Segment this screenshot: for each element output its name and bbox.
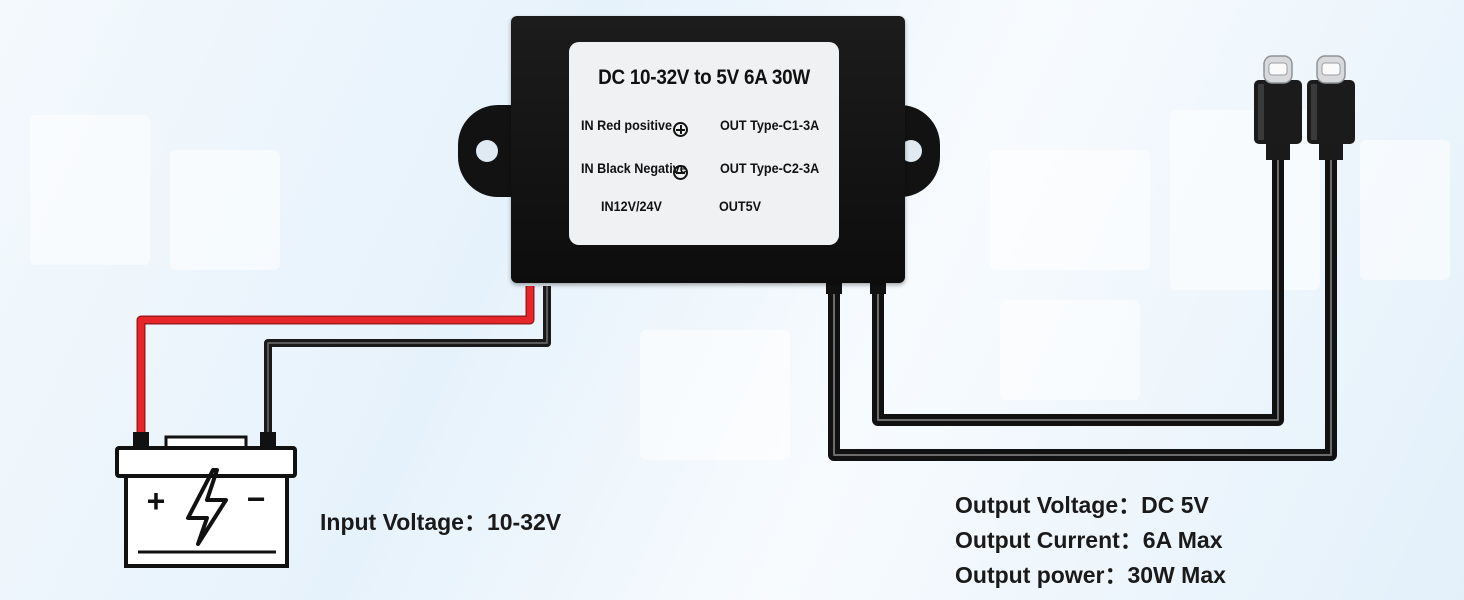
out-voltage-label: OUT5V	[719, 198, 762, 214]
out-c1-label: OUT Type-C1-3A	[720, 117, 820, 133]
output-cable-c2	[828, 158, 1337, 461]
output-cable-c1	[872, 158, 1284, 426]
background-tile	[170, 150, 280, 270]
usb-c-connector-2	[1307, 55, 1355, 160]
in-voltage-label: IN12V/24V	[601, 198, 662, 214]
output-current-spec: Output Current：6A Max	[955, 527, 1223, 553]
in-positive-label: IN Red positive	[581, 117, 673, 133]
background-tile	[1000, 300, 1140, 400]
cable-gland	[826, 280, 842, 294]
battery-minus-sign: −	[247, 481, 266, 517]
out-c2-label: OUT Type-C2-3A	[720, 160, 820, 176]
lightning-bolt-icon	[186, 468, 228, 546]
output-cable-c1-highlight	[877, 158, 1279, 421]
background-tile	[1360, 140, 1450, 280]
output-cable-c2-highlight	[833, 158, 1332, 456]
mounting-hole	[900, 140, 922, 162]
mounting-ear-left	[458, 105, 518, 197]
black-input-wire	[264, 286, 551, 438]
background-tile	[990, 150, 1150, 270]
output-voltage-spec: Output Voltage：DC 5V	[955, 492, 1209, 518]
usb-c-connector-1	[1254, 55, 1302, 160]
red-input-wire	[136, 286, 535, 438]
converter-label: DC 10-32V to 5V 6A 30W IN Red positive O…	[569, 42, 839, 245]
background-tile	[640, 330, 790, 460]
background-tile	[30, 115, 150, 265]
minus-circle-icon	[673, 165, 688, 180]
black-input-wire-highlight	[267, 286, 548, 438]
cable-gland	[870, 280, 886, 294]
plus-circle-icon	[673, 122, 688, 137]
output-power-spec: Output power：30W Max	[955, 562, 1226, 588]
battery-plus-sign: +	[147, 483, 166, 519]
in-negative-label: IN Black Negative	[581, 160, 687, 176]
converter-title: DC 10-32V to 5V 6A 30W	[598, 66, 810, 89]
input-voltage-spec: Input Voltage：10-32V	[320, 509, 562, 535]
mounting-hole	[476, 140, 498, 162]
red-input-wire-core	[138, 286, 533, 438]
battery-icon	[115, 432, 297, 568]
